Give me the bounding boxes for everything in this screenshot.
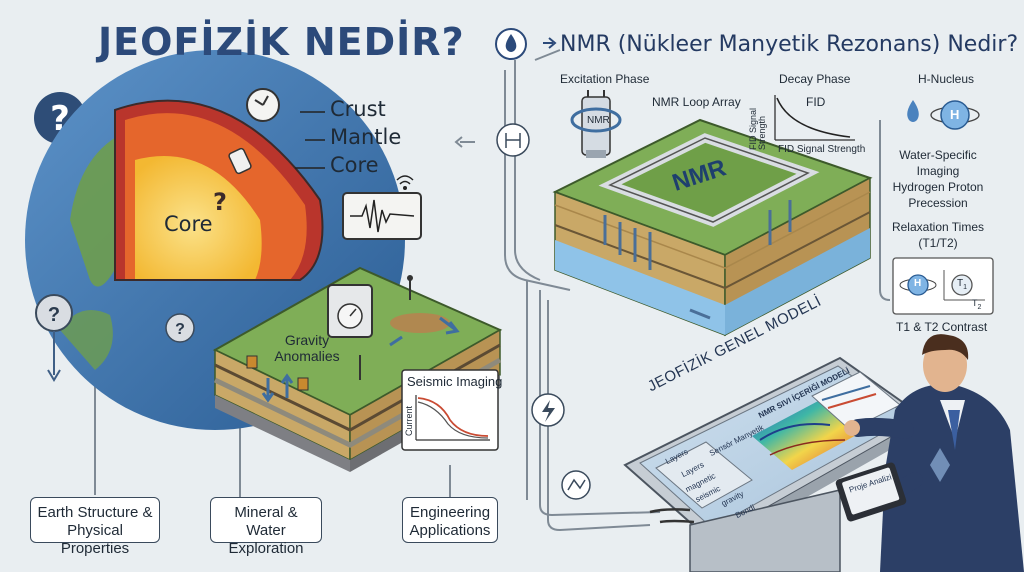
svg-text:?: ?	[175, 321, 185, 338]
t1-t2-box	[892, 257, 994, 315]
kiosk-sidebar	[655, 441, 753, 509]
decay-phase-label: Decay Phase	[779, 72, 851, 86]
connector-lines	[94, 49, 891, 532]
gravity-meter-icon	[327, 284, 373, 338]
excitation-coil-icon	[570, 90, 622, 158]
nmr-probe-tubes	[603, 200, 792, 320]
page-title: JEOFİZİK NEDİR?	[98, 20, 465, 64]
cables	[649, 508, 695, 524]
layer-leaders	[295, 111, 325, 169]
handheld-tablet	[835, 462, 907, 522]
layer-label-crust: Crust	[330, 97, 386, 121]
fid-decay-chart	[774, 95, 855, 141]
fid-signal-strength-axis-label: FID Signal Strength	[748, 107, 767, 150]
lightning-icon	[531, 393, 565, 427]
h-nucleus-symbol: H	[950, 107, 960, 122]
seismic-chart-box	[401, 369, 499, 451]
box-mineral-water: Mineral & Water Exploration	[210, 497, 322, 557]
box-earth-structure: Earth Structure & Physical Properties	[30, 497, 160, 557]
flow-arrows	[261, 316, 460, 403]
t1-h-symbol: H	[914, 278, 922, 289]
svg-text:?: ?	[213, 188, 227, 216]
excitation-phase-label: Excitation Phase	[560, 72, 650, 86]
seismic-axis-label: Current	[404, 405, 415, 437]
t1-t2-contrast-label: T1 & T2 Contrast	[896, 320, 988, 334]
nmr-loop-frame	[598, 133, 820, 227]
node-transfer-icon	[496, 123, 530, 157]
box-engineering: Engineering Applications	[402, 497, 498, 543]
t1-symbol: T1	[957, 278, 968, 291]
core-label: Core	[164, 212, 213, 236]
water-specific-imaging-label: Water-Specific Imaging Hydrogen Proton P…	[892, 148, 984, 210]
title-arrow-icon	[543, 37, 557, 49]
question-marker-1: ?	[35, 294, 73, 382]
relaxation-times-label: Relaxation Times (T1/T2)	[891, 220, 985, 250]
nmr-section-title: NMR (Nükleer Manyetik Rezonans) Nedir?	[560, 32, 1019, 57]
earth-cutaway	[114, 99, 324, 281]
svg-text:?: ?	[48, 304, 60, 326]
core-question-mark: ?	[213, 188, 227, 216]
kiosk-heatmap	[752, 400, 862, 470]
seismic-imaging-label: Seismic Imaging	[407, 374, 503, 389]
left-arrow-icon	[454, 136, 475, 148]
layer-label-core: Core	[330, 153, 379, 177]
t2-symbol: T2	[972, 298, 982, 311]
nmr-loop-array-label: NMR Loop Array	[652, 95, 741, 109]
barrel-icons	[246, 355, 309, 391]
presenter-figure	[844, 334, 1024, 572]
sensor-device-icon	[228, 147, 252, 175]
signal-node-icon	[561, 470, 591, 500]
fid-label: FID	[806, 95, 826, 109]
water-drop-icon	[495, 28, 527, 60]
h-drop-icon	[907, 100, 919, 122]
fid-signal-strength-label: FID Signal Strength	[778, 144, 866, 155]
h-nucleus-icon	[930, 100, 980, 130]
probe-icon	[359, 275, 413, 380]
gauge-icon	[246, 88, 280, 122]
question-marker-2: ?	[165, 313, 195, 343]
coil-nmr-label: NMR	[587, 115, 610, 126]
h-nucleus-label: H-Nucleus	[918, 72, 975, 86]
gravity-anomalies-label: Gravity Anomalies	[274, 332, 340, 364]
seismograph-icon	[342, 175, 422, 240]
layer-label-mantle: Mantle	[330, 125, 402, 149]
